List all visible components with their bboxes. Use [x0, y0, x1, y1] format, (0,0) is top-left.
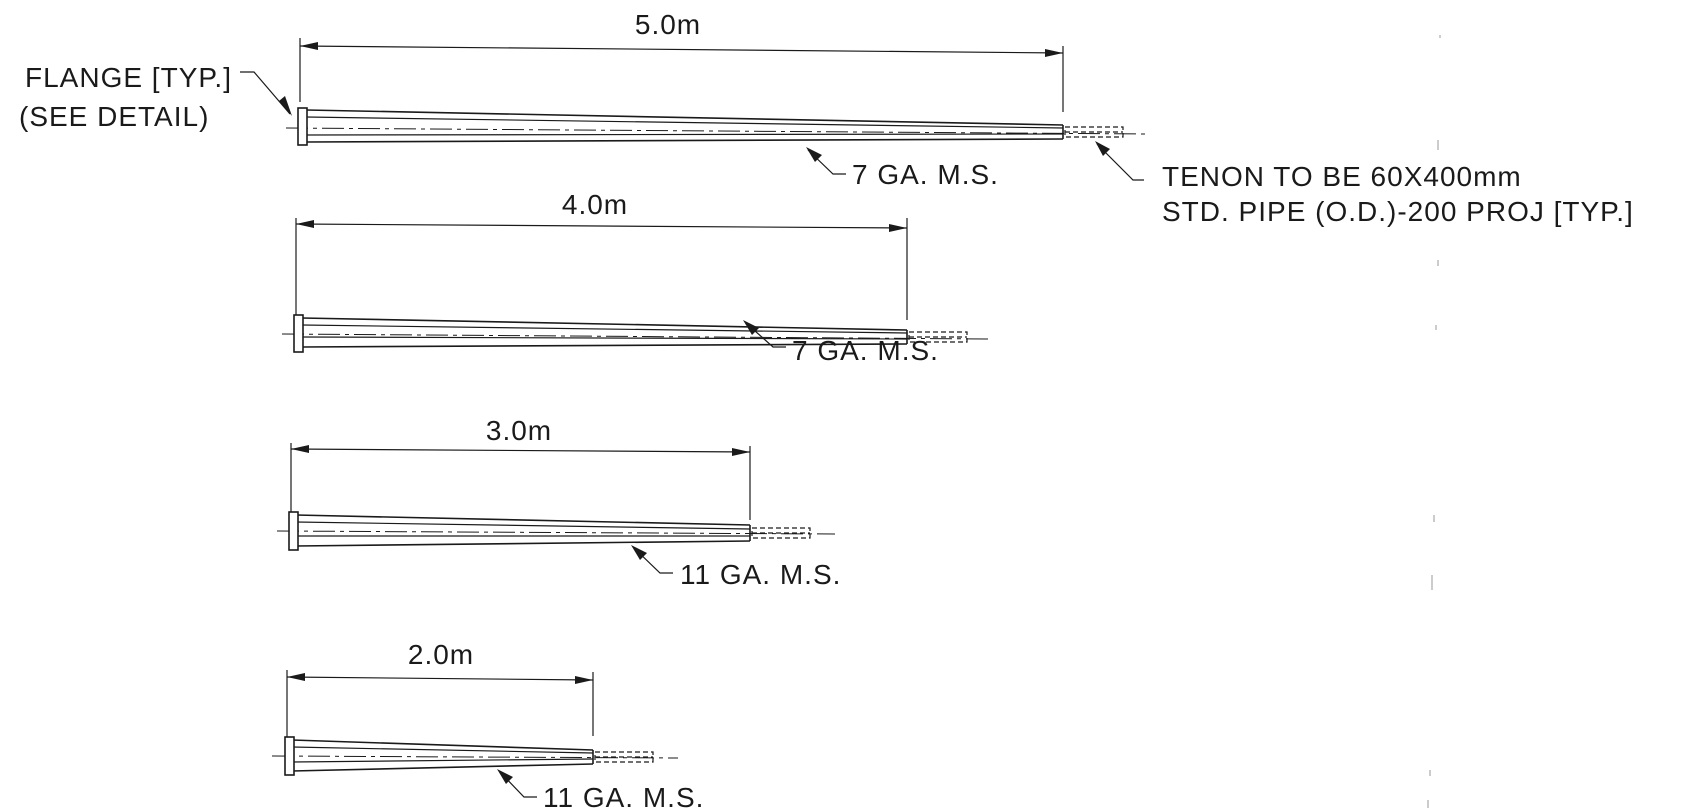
flange-leader [240, 71, 291, 115]
pole-inner-line [291, 758, 594, 763]
dimension-line [286, 676, 594, 681]
dimension-arrow-right [575, 676, 593, 684]
pole-bottom-edge [291, 763, 594, 772]
flange-arrow [279, 96, 292, 116]
material-arrow [743, 320, 759, 335]
material-label: 11 GA. M.S. [680, 559, 841, 590]
length-label: 2.0m [408, 639, 474, 670]
pole-top-edge [305, 109, 1064, 126]
pole-5m: 5.0m 7 GA. M.S. [240, 9, 1146, 190]
dimension-line [299, 45, 1064, 54]
pole-bottom-edge [301, 343, 908, 348]
flange-plate [293, 314, 304, 353]
material-arrow [497, 769, 513, 784]
length-label: 3.0m [486, 415, 552, 446]
dimension-arrow-right [1045, 49, 1063, 57]
centerline [276, 530, 836, 535]
pole-bottom-edge [305, 138, 1064, 143]
dimension-arrow-right [732, 448, 750, 456]
centerline [285, 127, 1146, 135]
tenon-leader [1096, 143, 1144, 181]
pole-inner-line [301, 324, 908, 334]
pole-3m: 3.0m 11 GA. M.S. [276, 415, 841, 590]
flange-plate [284, 736, 295, 776]
pole-inner-line [301, 336, 908, 340]
dimension-arrow-left [287, 673, 305, 681]
material-label: 7 GA. M.S. [852, 159, 999, 190]
material-arrow [806, 147, 822, 162]
pole-inner-line [305, 133, 1064, 136]
flange-plate [288, 511, 299, 551]
pole-top-edge [291, 739, 594, 751]
tenon-note-line1: TENON TO BE 60X400mm [1162, 161, 1522, 192]
pole-top-edge [295, 514, 751, 526]
pole-2m: 2.0m 11 GA. M.S. [271, 639, 704, 812]
centerline [281, 333, 993, 340]
dimension-line [295, 223, 908, 229]
centerline [271, 755, 679, 759]
pole-4m: 4.0m 7 GA. M.S. [281, 189, 993, 366]
pole-top-edge [301, 317, 908, 331]
material-label: 11 GA. M.S. [543, 782, 704, 812]
dimension-line [290, 448, 751, 453]
material-label: 7 GA. M.S. [792, 335, 939, 366]
pole-inner-line [291, 746, 594, 754]
dimension-arrow-left [296, 220, 314, 228]
length-label: 4.0m [562, 189, 628, 220]
material-arrow [631, 545, 647, 560]
tenon-note-line2: STD. PIPE (O.D.)-200 PROJ [TYP.] [1162, 196, 1634, 227]
pole-bottom-edge [295, 540, 751, 547]
flange-note-line2: (SEE DETAIL) [19, 101, 209, 132]
pole-inner-line [305, 116, 1064, 129]
tenon-arrow [1095, 141, 1110, 156]
dimension-arrow-left [300, 42, 318, 50]
pole-inner-line [295, 521, 751, 530]
scan-speckle-marks [1427, 35, 1441, 808]
flange-plate [297, 107, 308, 146]
dimension-arrow-right [889, 224, 907, 232]
length-label: 5.0m [635, 9, 701, 40]
dimension-arrow-left [291, 445, 309, 453]
flange-note-line1: FLANGE [TYP.] [25, 62, 232, 93]
